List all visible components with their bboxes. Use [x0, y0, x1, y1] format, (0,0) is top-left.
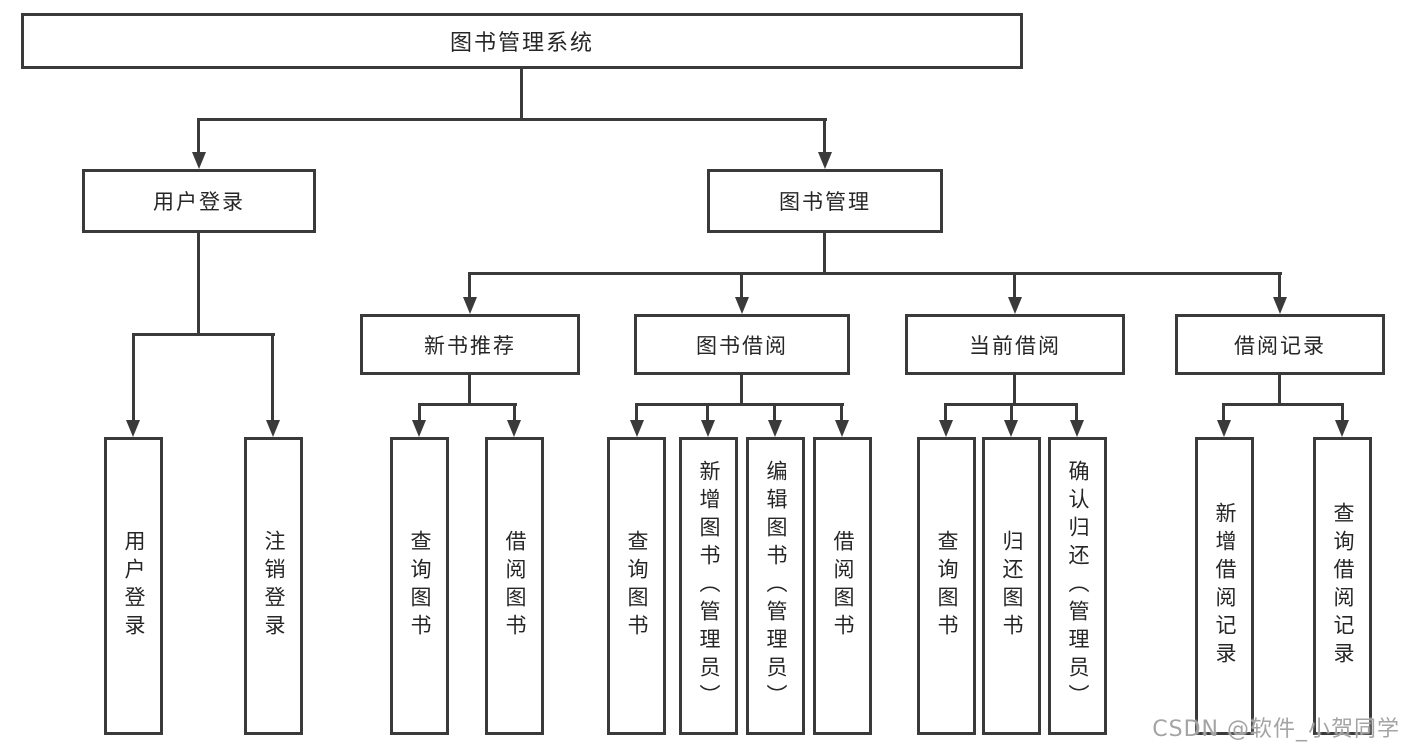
connector-line — [1222, 403, 1225, 422]
connector-line — [1013, 272, 1016, 299]
leaf-bb-add-books-admin: 新增图书（管理员） — [679, 437, 738, 735]
connector-line — [1013, 375, 1016, 405]
connector-line — [840, 403, 843, 422]
connector-line — [1010, 403, 1013, 422]
connector-line — [197, 118, 200, 154]
connector-line — [1075, 403, 1078, 422]
watermark: CSDN @软件_小贺同学 — [1152, 717, 1400, 742]
arrow-down-icon — [192, 152, 206, 169]
connector-line — [197, 118, 827, 121]
node-root-label: 图书管理系统 — [449, 31, 594, 56]
leaf-cb-confirm-return-admin: 确认归还（管理员） — [1048, 437, 1107, 735]
connector-line — [132, 333, 135, 422]
leaf-logout-label: 注销登录 — [262, 530, 286, 642]
leaf-br-add-record: 新增借阅记录 — [1195, 437, 1254, 735]
node-new-book-recommend: 新书推荐 — [360, 314, 580, 375]
connector-line — [773, 403, 776, 422]
arrow-down-icon — [266, 420, 280, 437]
node-root: 图书管理系统 — [21, 13, 1023, 69]
leaf-nbr-borrow-books: 借阅图书 — [485, 437, 544, 735]
leaf-nbr-borrow-books-label: 借阅图书 — [503, 530, 527, 642]
node-book-borrow-label: 图书借阅 — [696, 333, 788, 358]
connector-line — [740, 272, 743, 299]
connector-line — [468, 272, 471, 299]
leaf-br-query-record: 查询借阅记录 — [1313, 437, 1372, 735]
connector-line — [468, 272, 1282, 275]
connector-line — [944, 403, 947, 422]
node-current-borrow-label: 当前借阅 — [969, 333, 1061, 358]
arrow-down-icon — [630, 420, 644, 437]
arrow-down-icon — [1335, 420, 1349, 437]
leaf-bb-borrow-books-label: 借阅图书 — [831, 530, 855, 642]
arrow-down-icon — [1273, 297, 1287, 314]
connector-line — [1278, 272, 1281, 299]
leaf-br-query-record-label: 查询借阅记录 — [1331, 502, 1355, 670]
leaf-cb-return-books-label: 归还图书 — [1000, 530, 1024, 642]
leaf-bb-query-books-label: 查询图书 — [625, 530, 649, 642]
leaf-bb-edit-books-admin: 编辑图书（管理员） — [746, 437, 805, 735]
leaf-br-add-record-label: 新增借阅记录 — [1213, 502, 1237, 670]
node-book-mgmt: 图书管理 — [707, 169, 943, 233]
connector-line — [513, 403, 516, 422]
leaf-cb-query-books: 查询图书 — [917, 437, 976, 735]
connector-line — [418, 403, 517, 406]
leaf-user-login-label: 用户登录 — [122, 530, 146, 642]
connector-line — [823, 233, 826, 274]
arrow-down-icon — [818, 152, 832, 169]
arrow-down-icon — [1004, 420, 1018, 437]
node-book-borrow: 图书借阅 — [634, 314, 850, 375]
connector-line — [740, 375, 743, 405]
connector-line — [132, 333, 275, 336]
arrow-down-icon — [1070, 420, 1084, 437]
arrow-down-icon — [1008, 297, 1022, 314]
leaf-nbr-query-books: 查询图书 — [390, 437, 449, 735]
leaf-cb-return-books: 归还图书 — [982, 437, 1041, 735]
connector-line — [271, 333, 274, 422]
node-user-login-label: 用户登录 — [153, 190, 245, 214]
connector-line — [706, 403, 709, 422]
arrow-down-icon — [939, 420, 953, 437]
leaf-user-login: 用户登录 — [104, 437, 163, 735]
node-borrow-records: 借阅记录 — [1175, 314, 1385, 375]
node-current-borrow: 当前借阅 — [905, 314, 1125, 375]
arrow-down-icon — [735, 297, 749, 314]
arrow-down-icon — [1217, 420, 1231, 437]
arrow-down-icon — [507, 420, 521, 437]
node-user-login: 用户登录 — [82, 169, 316, 233]
connector-line — [1278, 375, 1281, 405]
leaf-bb-edit-books-admin-label: 编辑图书（管理员） — [764, 460, 788, 712]
arrow-down-icon — [412, 420, 426, 437]
leaf-bb-add-books-admin-label: 新增图书（管理员） — [697, 460, 721, 712]
connector-line — [635, 403, 638, 422]
arrow-down-icon — [463, 297, 477, 314]
connector-line — [1222, 403, 1344, 406]
arrow-down-icon — [701, 420, 715, 437]
node-new-book-recommend-label: 新书推荐 — [424, 333, 516, 358]
leaf-bb-query-books: 查询图书 — [607, 437, 666, 735]
leaf-bb-borrow-books: 借阅图书 — [813, 437, 872, 735]
leaf-nbr-query-books-label: 查询图书 — [408, 530, 432, 642]
connector-line — [520, 69, 523, 120]
arrow-down-icon — [768, 420, 782, 437]
leaf-cb-confirm-return-admin-label: 确认归还（管理员） — [1066, 460, 1090, 712]
node-book-mgmt-label: 图书管理 — [779, 190, 871, 214]
connector-line — [823, 118, 826, 154]
connector-line — [197, 233, 200, 334]
leaf-logout: 注销登录 — [244, 437, 303, 735]
connector-line — [1341, 403, 1344, 422]
leaf-cb-query-books-label: 查询图书 — [935, 530, 959, 642]
node-borrow-records-label: 借阅记录 — [1234, 333, 1326, 358]
connector-line — [418, 403, 421, 422]
arrow-down-icon — [126, 420, 140, 437]
connector-line — [468, 375, 471, 405]
connector-line — [635, 403, 844, 406]
arrow-down-icon — [835, 420, 849, 437]
